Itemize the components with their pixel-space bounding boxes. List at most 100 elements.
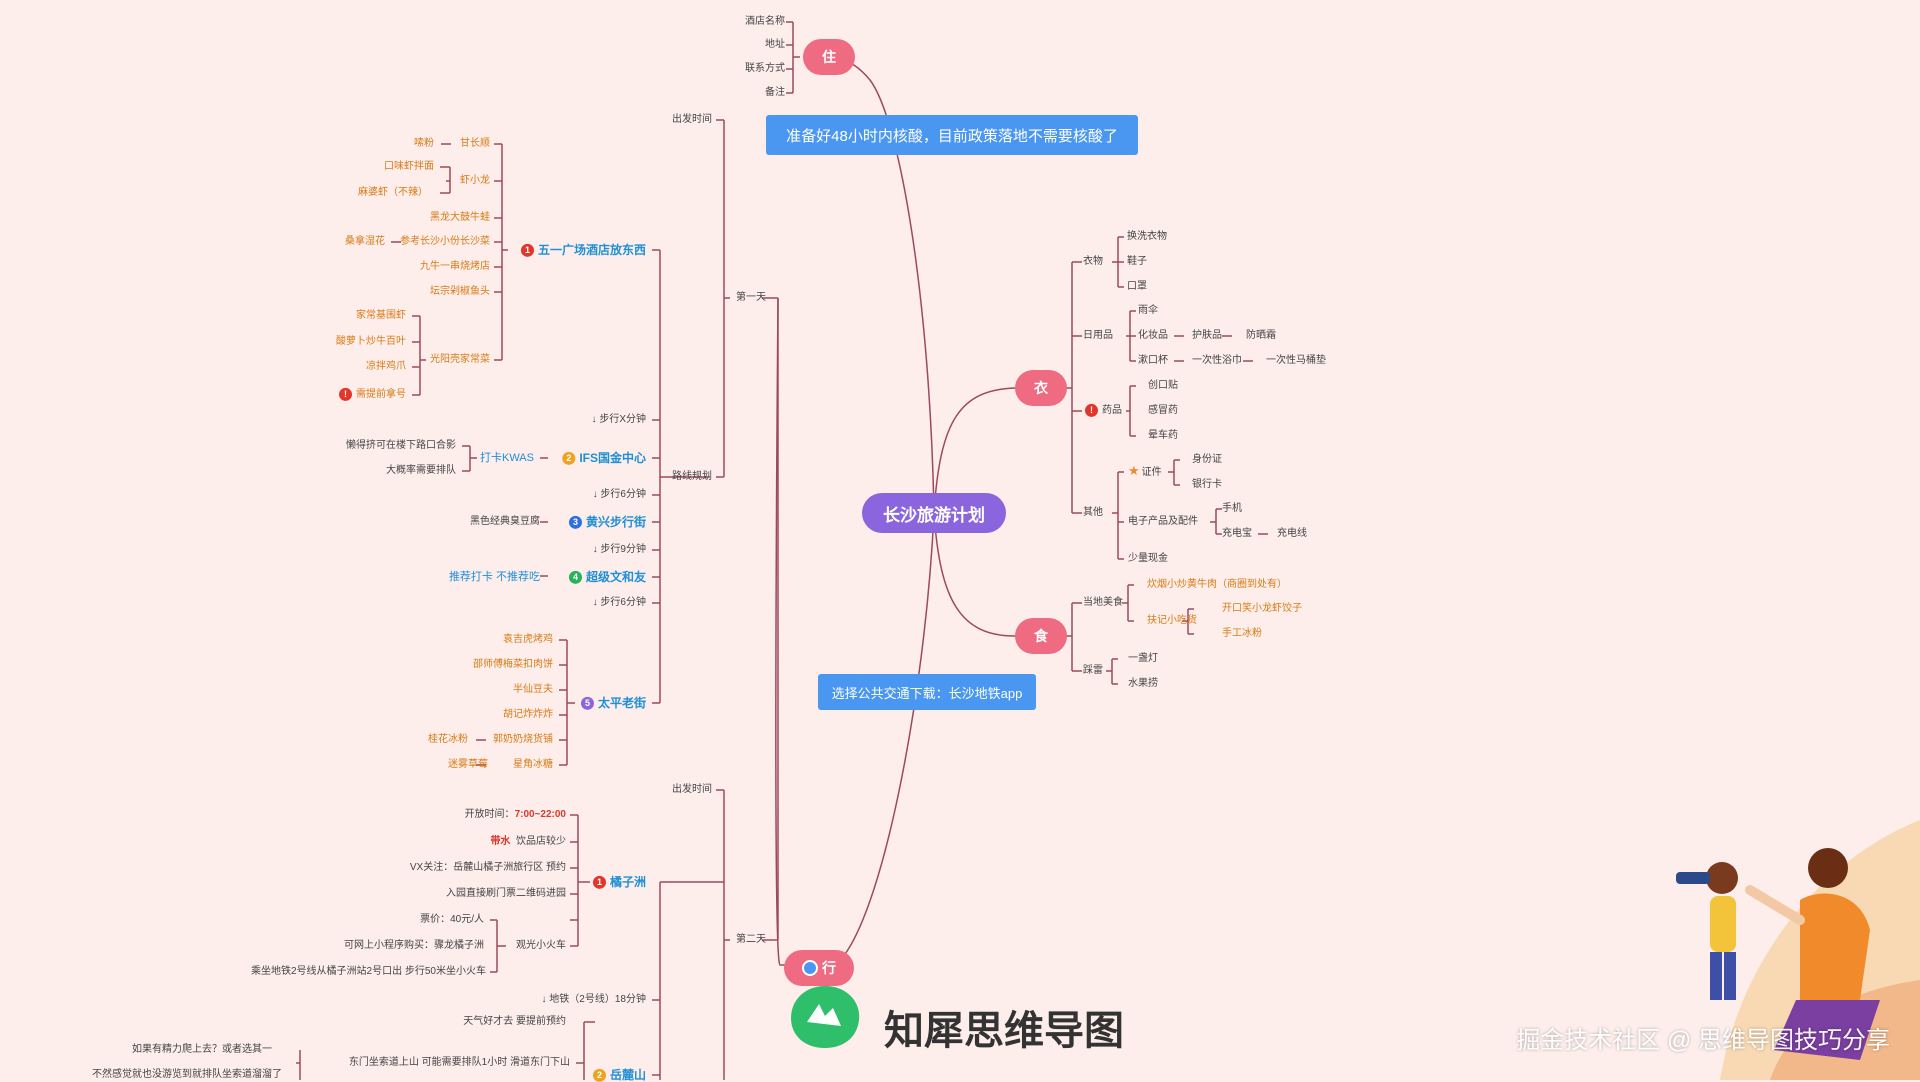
day1-label[interactable]: 第一天 [736,292,766,303]
other-cash[interactable]: 少量现金 [1128,553,1168,564]
day2-label[interactable]: 第二天 [736,934,766,945]
note-nucleic-acid[interactable]: 准备好48小时内核酸，目前政策落地不需要核酸了 [766,115,1138,155]
wuyi-food[interactable]: 酸萝卜炒牛百叶 [336,336,406,347]
daily-toilet-pad[interactable]: 一次性马桶垫 [1266,355,1326,366]
ifs-tip[interactable]: 懒得挤可在楼下路口合影 [346,440,456,451]
juzizhou-train[interactable]: 观光小火车 [516,940,566,951]
taiping-food[interactable]: 迷雾草莓 [448,759,488,770]
doc-bank-card[interactable]: 银行卡 [1192,479,1222,490]
electronics-phone[interactable]: 手机 [1222,503,1242,514]
food-ice-powder[interactable]: 手工冰粉 [1222,628,1262,639]
clothes-garments[interactable]: 衣物 [1083,256,1103,267]
day2-depart[interactable]: 出发时间 [672,784,712,795]
taiping-food[interactable]: 桂花冰粉 [428,734,468,745]
day1-depart[interactable]: 出发时间 [672,114,712,125]
food-local[interactable]: 当地美食 [1083,597,1123,608]
node-food[interactable]: 食 [1015,618,1067,654]
daily-skincare[interactable]: 护肤品 [1192,330,1222,341]
other-docs[interactable]: ★证件 [1128,464,1162,480]
taiping-food[interactable]: 邵师傅梅菜扣肉饼 [473,659,553,670]
electronics-cable[interactable]: 充电线 [1277,528,1307,539]
taiping-food[interactable]: 星角冰糖 [513,759,553,770]
wuyi-food[interactable]: 麻婆虾（不辣） [358,187,428,198]
wuyi-food[interactable]: 凉拌鸡爪 [366,361,406,372]
clothes-other[interactable]: 其他 [1083,507,1103,518]
walk-4[interactable]: ↓ 步行6分钟 [592,597,646,608]
stay-remark[interactable]: 备注 [765,87,785,98]
food-shrimp-dumpling[interactable]: 开口笑小龙虾饺子 [1222,603,1302,614]
note-transport[interactable]: 选择公共交通下载：长沙地铁app [818,674,1036,710]
yuelu-queue[interactable]: 不然感觉就也没游览到就排队坐索道溜溜了 [92,1069,282,1080]
node-clothes[interactable]: 衣 [1015,370,1067,406]
juzizhou-entry[interactable]: 入园直接刷门票二维码进园 [446,888,566,899]
walk-3[interactable]: ↓ 步行9分钟 [592,544,646,555]
garment-item[interactable]: 换洗衣物 [1127,231,1167,242]
daily-cup[interactable]: 漱口杯 [1138,355,1168,366]
stay-contact[interactable]: 联系方式 [745,63,785,74]
wuyi-food[interactable]: 甘长顺 [460,138,490,149]
clothes-medicine[interactable]: !药品 [1085,403,1122,418]
taiping-food[interactable]: 郭奶奶烧货铺 [493,734,553,745]
taiping-food[interactable]: 半仙豆夫 [513,684,553,695]
drink-fruit[interactable]: 水果捞 [1128,678,1158,689]
doc-id-card[interactable]: 身份证 [1192,454,1222,465]
medicine-item[interactable]: 创口贴 [1148,380,1178,391]
node-travel[interactable]: 行 [784,950,854,986]
daily-umbrella[interactable]: 雨伞 [1138,305,1158,316]
juzizhou-open[interactable]: 开放时间：7:00~22:00 [465,808,566,822]
taiping-food[interactable]: 胡记炸炸炸 [503,709,553,720]
ifs-tip[interactable]: 大概率需要排队 [386,465,456,476]
food-beef[interactable]: 炊烟小炒黄牛肉（商圈到处有） [1147,579,1287,590]
garment-item[interactable]: 鞋子 [1127,256,1147,267]
walk-1[interactable]: ↓ 步行X分钟 [591,414,646,425]
garment-item[interactable]: 口罩 [1127,281,1147,292]
wuyi-food[interactable]: 九牛一串烧烤店 [420,261,490,272]
yuelu-weather[interactable]: 天气好才去 要提前预约 [463,1016,566,1027]
huangxing-food[interactable]: 黑色经典臭豆腐 [470,516,540,527]
daily-cosmetics[interactable]: 化妆品 [1138,330,1168,341]
juzizhou-water[interactable]: 带水 饮品店较少 [490,835,566,849]
daily-towel[interactable]: 一次性浴巾 [1192,355,1242,366]
center-topic[interactable]: 长沙旅游计划 [862,493,1006,533]
wuyi-food[interactable]: 光阳壳家常菜 [430,354,490,365]
food-snacks[interactable]: 扶记小吃货 [1147,615,1197,626]
stay-hotel-name[interactable]: 酒店名称 [745,16,785,27]
metro-line-2[interactable]: ↓ 地铁（2号线）18分钟 [541,994,646,1005]
taiping-food[interactable]: 袁吉虎烤鸡 [503,634,553,645]
yuelu-cable[interactable]: 东门坐索道上山 可能需要排队1小时 滑道东门下山 [348,1057,570,1068]
wuyi-food[interactable]: 口味虾拌面 [384,161,434,172]
wuyi-food[interactable]: 虾小龙 [460,175,490,186]
juzizhou-vx[interactable]: VX关注：岳麓山橘子洲旅行区 预约 [409,862,566,873]
wuyi-food[interactable]: 嗦粉 [414,138,434,149]
juzizhou-subway[interactable]: 乘坐地铁2号线从橘子洲站2号口出 步行50米坐小火车 [250,966,486,977]
wuyi-food[interactable]: 参考长沙小份长沙菜 [400,236,490,247]
wuyi-food[interactable]: 坛宗剁椒鱼头 [430,286,490,297]
ifs-checkin[interactable]: 打卡KWAS [480,452,534,464]
day1-route[interactable]: 路线规划 [672,471,712,482]
juzizhou-miniprogram[interactable]: 可网上小程序购买：骤龙橘子洲 [344,940,484,951]
food-drinks[interactable]: 踩雷 [1083,665,1103,676]
stay-address[interactable]: 地址 [765,39,785,50]
clothes-daily[interactable]: 日用品 [1083,330,1113,341]
medicine-item[interactable]: 感冒药 [1148,405,1178,416]
yuelu-climb[interactable]: 如果有精力爬上去？或者选其一 [132,1044,272,1055]
node-stay[interactable]: 住 [803,39,855,75]
wuyi-food[interactable]: 黑龙大鼓牛蛙 [430,212,490,223]
wuyi-food[interactable]: 桑拿湿花 [345,236,385,247]
medicine-item[interactable]: 晕车药 [1148,430,1178,441]
juzizhou-ticket[interactable]: 票价：40元/人 [420,914,484,925]
walk-2[interactable]: ↓ 步行6分钟 [592,489,646,500]
electronics-powerbank[interactable]: 充电宝 [1222,528,1252,539]
daily-sunscreen[interactable]: 防晒霜 [1246,330,1276,341]
wuyi-food[interactable]: 家常基围虾 [356,310,406,321]
drink-tea[interactable]: 一盏灯 [1128,653,1158,664]
wenheyou-tip[interactable]: 推荐打卡 不推荐吃 [448,571,540,583]
wuyi-food-alert[interactable]: !需提前拿号 [339,387,406,402]
